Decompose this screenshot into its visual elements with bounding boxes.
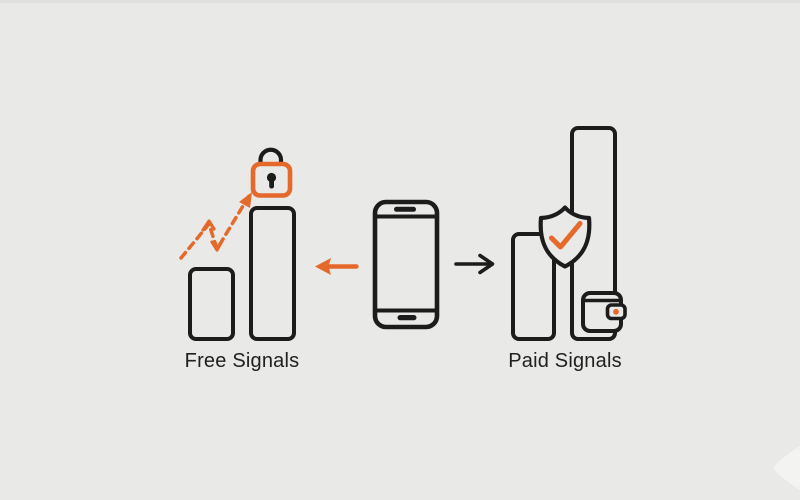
paid-bar-small [511,232,556,341]
watermark-shape [773,446,800,490]
smartphone-icon [372,199,440,330]
center-group [315,199,495,330]
growth-arrow-icon [179,192,252,260]
bar-chart-icon [188,206,296,341]
shield-check-icon [538,205,592,269]
arrow-right-icon [454,253,495,275]
lock-icon [250,147,293,198]
free-bar-small [188,267,235,341]
paid-signals-group [511,126,627,341]
free-signals-label: Free Signals [184,350,300,372]
free-bar-tall [249,206,296,341]
arrow-left-icon [315,258,359,275]
paid-signals-label: Paid Signals [508,350,622,372]
wallet-icon [581,291,627,333]
free-signals-group [179,147,296,341]
